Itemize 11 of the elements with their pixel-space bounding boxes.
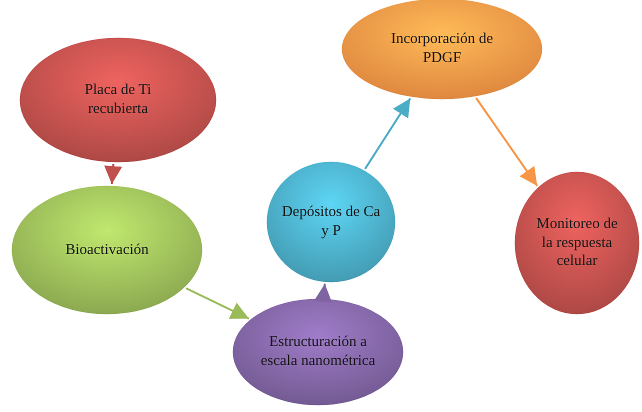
node-label: Monitoreo de la respuesta celular bbox=[535, 214, 619, 272]
node-label: Depósitos de Ca y P bbox=[281, 203, 381, 241]
arrow bbox=[186, 287, 250, 320]
arrow bbox=[314, 284, 332, 303]
node-label: Placa de Ti recubierta bbox=[84, 81, 152, 119]
node-label: Bioactivación bbox=[65, 240, 149, 260]
arrow bbox=[364, 98, 412, 170]
node-label: Estructuración a escala nanométrica bbox=[260, 333, 376, 371]
node-label: Incorporación de PDGF bbox=[390, 30, 494, 68]
arrow bbox=[475, 97, 538, 186]
arrow bbox=[104, 164, 122, 184]
